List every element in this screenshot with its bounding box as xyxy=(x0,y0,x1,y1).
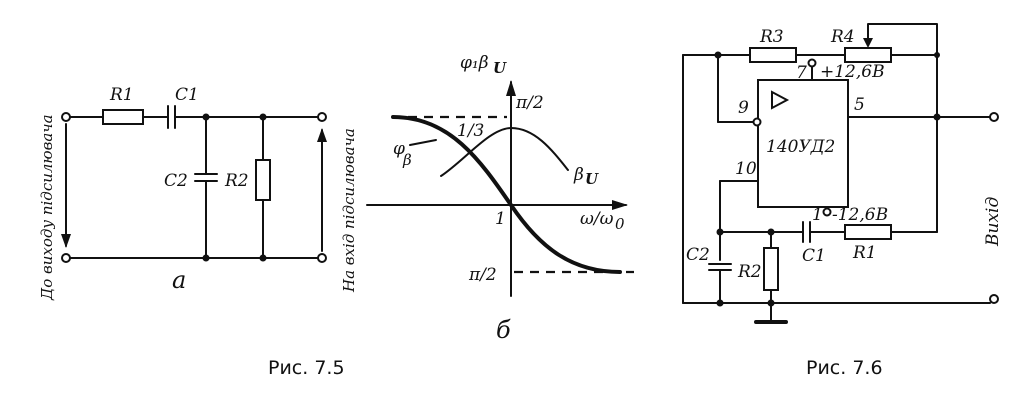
right-vertical-text: На вхід підсилювача xyxy=(340,128,358,293)
rc-circuit: R1 C1 C2 R2 а До виходу підсилювача На в… xyxy=(38,85,358,301)
pi-half-top: π/2 xyxy=(515,93,544,113)
label-pin10: 10 xyxy=(735,159,757,179)
label-r4: R4 xyxy=(830,27,855,47)
label-plus-supply: +12,6В xyxy=(820,62,885,82)
resistor-r3 xyxy=(749,47,797,63)
resistor-r4 xyxy=(844,47,892,63)
label-pin9: 9 xyxy=(738,98,749,118)
sublabel-a: а xyxy=(172,266,186,294)
label-output: Вихід xyxy=(983,197,1003,247)
label-r3: R3 xyxy=(759,27,784,47)
frequency-graph: φ₁β U π/2 1/3 φ β β U ω/ω 0 1 π/2 б xyxy=(366,53,634,344)
output-terminal-bottom xyxy=(989,294,999,304)
resistor-r1 xyxy=(844,224,892,240)
opamp-triangle-icon xyxy=(771,90,790,110)
resistor-r2 xyxy=(763,247,779,291)
label-c1: C1 xyxy=(802,246,826,266)
pi-half-bottom: π/2 xyxy=(468,265,497,285)
label-r1: R1 xyxy=(109,85,134,105)
phi-beta-label: φ xyxy=(393,139,405,159)
amplitude-curve xyxy=(440,127,569,177)
terminal-in-bottom xyxy=(61,253,71,263)
label-r2: R2 xyxy=(224,171,249,191)
phi-beta-sub: β xyxy=(402,151,412,169)
label-r2: R2 xyxy=(737,262,762,282)
opamp-oscillator: R3 R4 7 +12,6В 9 5 140УД2 10 1 -12,6В C2… xyxy=(682,23,1003,324)
label-c2: C2 xyxy=(164,171,188,191)
caption-fig-7-6: Рис. 7.6 xyxy=(806,357,883,379)
terminal-out-bottom xyxy=(317,253,327,263)
left-vertical-text: До виходу підсилювача xyxy=(38,114,56,301)
label-r1: R1 xyxy=(852,243,877,263)
one-third: 1/3 xyxy=(457,121,484,141)
label-pin5: 5 xyxy=(854,95,865,115)
label-opamp-name: 140УД2 xyxy=(766,137,835,157)
output-terminal-top xyxy=(989,112,999,122)
y-axis-label: φ₁β xyxy=(460,53,489,73)
sublabel-b: б xyxy=(496,316,511,344)
y-axis-sub: U xyxy=(493,59,507,77)
x-axis-label: ω/ω xyxy=(580,209,614,229)
label-minus-supply: -12,6В xyxy=(832,205,888,225)
label-c2: C2 xyxy=(686,245,710,265)
resistor-r2 xyxy=(255,159,271,201)
beta-u-sub: U xyxy=(585,170,599,188)
x-axis-sub: 0 xyxy=(615,215,625,233)
terminal-out-top xyxy=(317,112,327,122)
caption-fig-7-5: Рис. 7.5 xyxy=(268,357,345,379)
label-c1: C1 xyxy=(175,85,199,105)
terminal-in-top xyxy=(61,112,71,122)
phase-curve xyxy=(391,115,622,274)
one-label: 1 xyxy=(495,209,506,229)
resistor-r1 xyxy=(102,109,144,125)
label-pin7: 7 xyxy=(796,63,807,83)
label-pin1: 1 xyxy=(812,205,823,225)
beta-u-label: β xyxy=(573,165,584,185)
